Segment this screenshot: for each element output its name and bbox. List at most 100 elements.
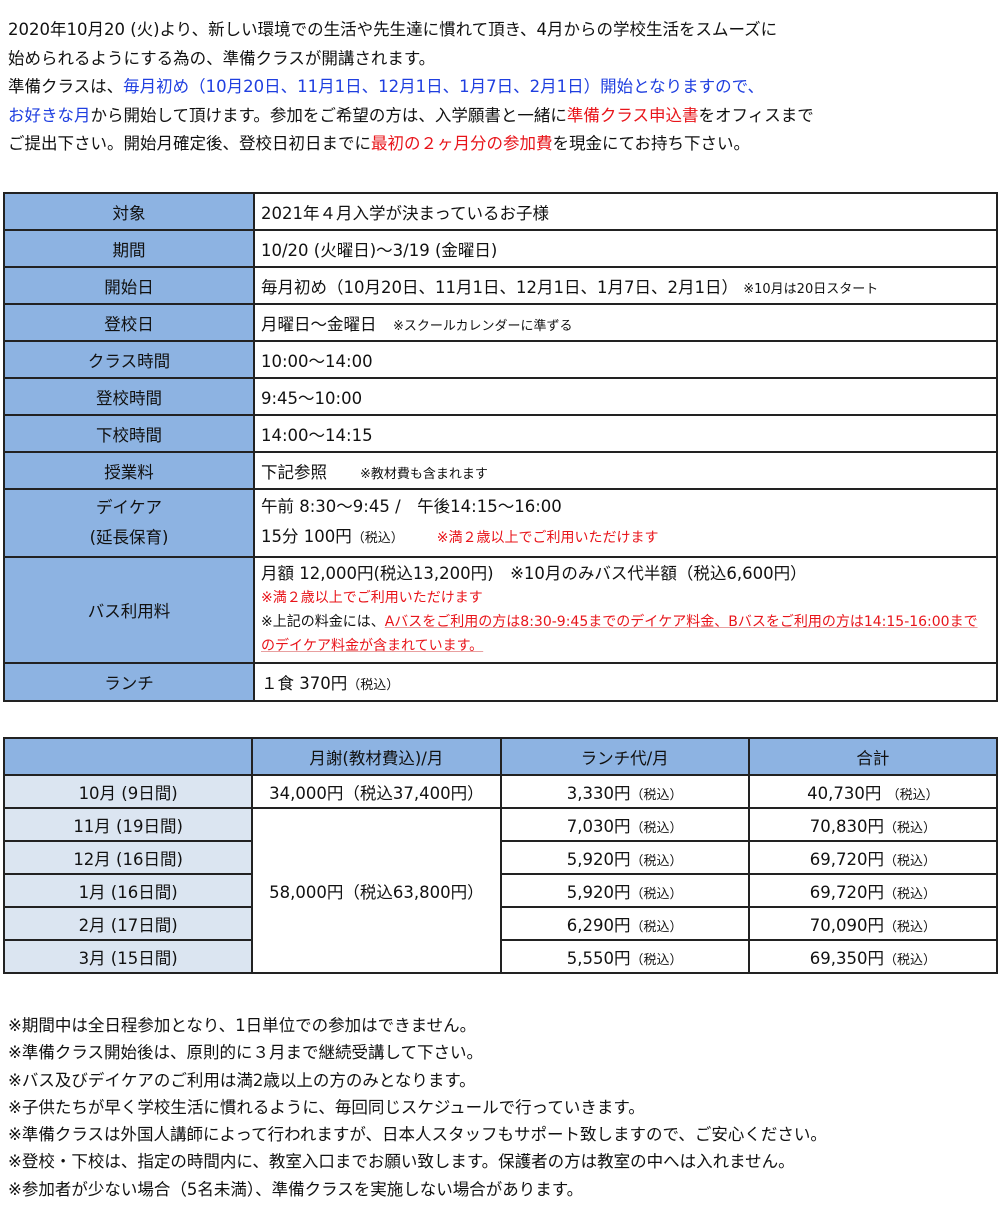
tax: （税込） xyxy=(630,853,683,869)
info-value: 10:00〜14:00 xyxy=(253,340,998,379)
info-row: 登校日月曜日〜金曜日 ※スクールカレンダーに準ずる xyxy=(3,303,998,342)
tax: （税込） xyxy=(883,952,936,968)
lunch: 5,920円（税込） xyxy=(499,873,750,908)
info-label: 開始日 xyxy=(3,266,255,305)
fee-row: 1月 (16日間)5,920円（税込）69,720円（税込） xyxy=(2,873,999,908)
month: 3月 (15日間) xyxy=(2,939,254,974)
info-label: 登校日 xyxy=(3,303,255,342)
text: から開始して頂けます。参加をご希望の方は、入学願書と一緒に xyxy=(90,105,567,125)
fee-row: 3月 (15日間)5,550円（税込）69,350円（税込） xyxy=(2,939,999,974)
note: ※登校・下校は、指定の時間内に、教室入口までお願い致します。保護者の方は教室の中… xyxy=(8,1152,795,1172)
header xyxy=(2,737,254,776)
lunch: 5,920円（税込） xyxy=(499,840,750,875)
value: 5,920円 xyxy=(566,849,631,869)
info-value: 14:00〜14:15 xyxy=(253,414,998,453)
text: 準備クラスは、 xyxy=(8,77,124,96)
note: ※参加者が少ない場合（5名未満）、準備クラスを実施しない場合があります。 xyxy=(8,1179,584,1199)
info-value: １食 370円（税込） xyxy=(253,662,998,702)
value: 午前 8:30〜9:45 / 午後14:15〜16:00 xyxy=(261,497,562,516)
info-value: 2021年４月入学が決まっているお子様 xyxy=(253,192,998,231)
age-warning: ※満２歳以上でご利用いただけます xyxy=(436,530,659,546)
tax: （税込） xyxy=(886,787,939,803)
tax: （税込） xyxy=(630,787,683,803)
value: 下記参照 xyxy=(261,462,327,482)
info-label: 授業料 xyxy=(3,451,255,490)
info-label: 下校時間 xyxy=(3,414,255,453)
value: 月額 12,000円(税込13,200円) ※10月のみバス代半額（税込6,60… xyxy=(261,564,807,583)
value: 月曜日〜金曜日 xyxy=(261,314,377,334)
month: 12月 (16日間) xyxy=(2,840,254,875)
tax: （税込） xyxy=(883,886,936,902)
note: ※準備クラスは外国人講師によって行われますが、日本人スタッフもサポート致しますの… xyxy=(8,1125,827,1145)
text: ご提出下さい。開始月確定後、登校日初日までに xyxy=(8,134,371,153)
fee-header-row: 月謝(教材費込)/月ランチ代/月合計 xyxy=(2,737,999,776)
value: 69,720円 xyxy=(809,882,884,902)
total: 70,090円（税込） xyxy=(747,906,999,941)
value: 毎月初め（10月20日、11月1日、12月1日、1月7日、2月1日） xyxy=(261,277,738,297)
total: 70,830円（税込） xyxy=(747,807,999,842)
value: 69,720円 xyxy=(809,849,884,869)
label: (延長保育) xyxy=(89,528,169,547)
value: 69,350円 xyxy=(809,948,884,968)
info-value: 下記参照 ※教材費も含まれます xyxy=(253,451,998,490)
value: 40,730円 xyxy=(807,783,887,803)
note: ※上記の料金には、 xyxy=(261,614,385,630)
note: ※スクールカレンダーに準ずる xyxy=(393,318,573,334)
text: をオフィスまで xyxy=(698,105,814,125)
application-form-highlight: 準備クラス申込書 xyxy=(566,105,699,125)
value: 5,550円 xyxy=(566,948,631,968)
fee-row: 2月 (17日間)6,290円（税込）70,090円（税込） xyxy=(2,906,999,941)
lunch: 7,030円（税込） xyxy=(499,807,750,842)
month: 10月 (9日間) xyxy=(2,774,254,809)
age-warning: ※満２歳以上でご利用いただけます xyxy=(261,590,483,606)
fee-row: 10月 (9日間)34,000円（税込37,400円）3,330円（税込）40,… xyxy=(2,774,999,809)
total: 69,720円（税込） xyxy=(747,840,999,875)
highlight: お好きな月 xyxy=(8,105,91,125)
note: ※期間中は全日程参加となり、1日単位での参加はできません。 xyxy=(8,1016,477,1035)
fee-row: 11月 (19日間)58,000円（税込63,800円）7,030円（税込）70… xyxy=(2,807,999,974)
lunch: 3,330円（税込） xyxy=(499,774,750,809)
value: 3,330円 xyxy=(566,783,631,803)
note: ※準備クラス開始後は、原則的に３月まで継続受講して下さい。 xyxy=(8,1043,484,1063)
info-value: 月額 12,000円(税込13,200円) ※10月のみバス代半額（税込6,60… xyxy=(253,556,998,664)
notes-list: ※期間中は全日程参加となり、1日単位での参加はできません。 ※準備クラス開始後は… xyxy=(8,1012,827,1203)
tax: （税込） xyxy=(883,820,936,836)
lunch: 5,550円（税込） xyxy=(499,939,750,974)
info-value: 10/20 (火曜日)〜3/19 (金曜日) xyxy=(253,229,998,268)
intro-line: ご提出下さい。開始月確定後、登校日初日までに最初の２ヶ月分の参加費を現金にてお持… xyxy=(8,130,814,159)
tax: （税込） xyxy=(883,853,936,869)
tax: （税込） xyxy=(630,919,683,935)
header: 月謝(教材費込)/月 xyxy=(251,737,502,776)
tax: （税込） xyxy=(630,820,683,836)
info-value: 月曜日〜金曜日 ※スクールカレンダーに準ずる xyxy=(253,303,998,342)
header: 合計 xyxy=(747,737,999,776)
month: 11月 (19日間) xyxy=(2,807,254,842)
tuition: 34,000円（税込37,400円） xyxy=(251,774,502,809)
total: 69,720円（税込） xyxy=(747,873,999,908)
fee-table: 月謝(教材費込)/月ランチ代/月合計 10月 (9日間)34,000円（税込37… xyxy=(2,737,999,974)
note: ※子供たちが早く学校生活に慣れるように、毎回同じスケジュールで行っていきます。 xyxy=(8,1097,645,1117)
info-row: 授業料下記参照 ※教材費も含まれます xyxy=(3,451,998,490)
tax-note: （税込） xyxy=(347,678,400,693)
tax: （税込） xyxy=(630,952,683,968)
header: ランチ代/月 xyxy=(499,737,750,776)
note: ※教材費も含まれます xyxy=(360,466,488,482)
month: 2月 (17日間) xyxy=(2,906,254,941)
info-label: クラス時間 xyxy=(3,340,255,379)
lunch: 6,290円（税込） xyxy=(499,906,750,941)
value: 70,090円 xyxy=(809,915,884,935)
value: 6,290円 xyxy=(566,915,631,935)
start-dates-highlight: 毎月初め（10月20日、11月1日、12月1日、1月7日、2月1日）開始となりま… xyxy=(123,77,764,96)
note: ※バス及びデイケアのご利用は満2歳以上の方のみとなります。 xyxy=(8,1070,476,1090)
info-label: ランチ xyxy=(3,662,255,702)
value: 5,920円 xyxy=(566,882,631,902)
daycare-included-note: Aバスをご利用の方は8:30-9:45までのデイケア料金、Bバスをご利用の方は1… xyxy=(261,614,978,654)
